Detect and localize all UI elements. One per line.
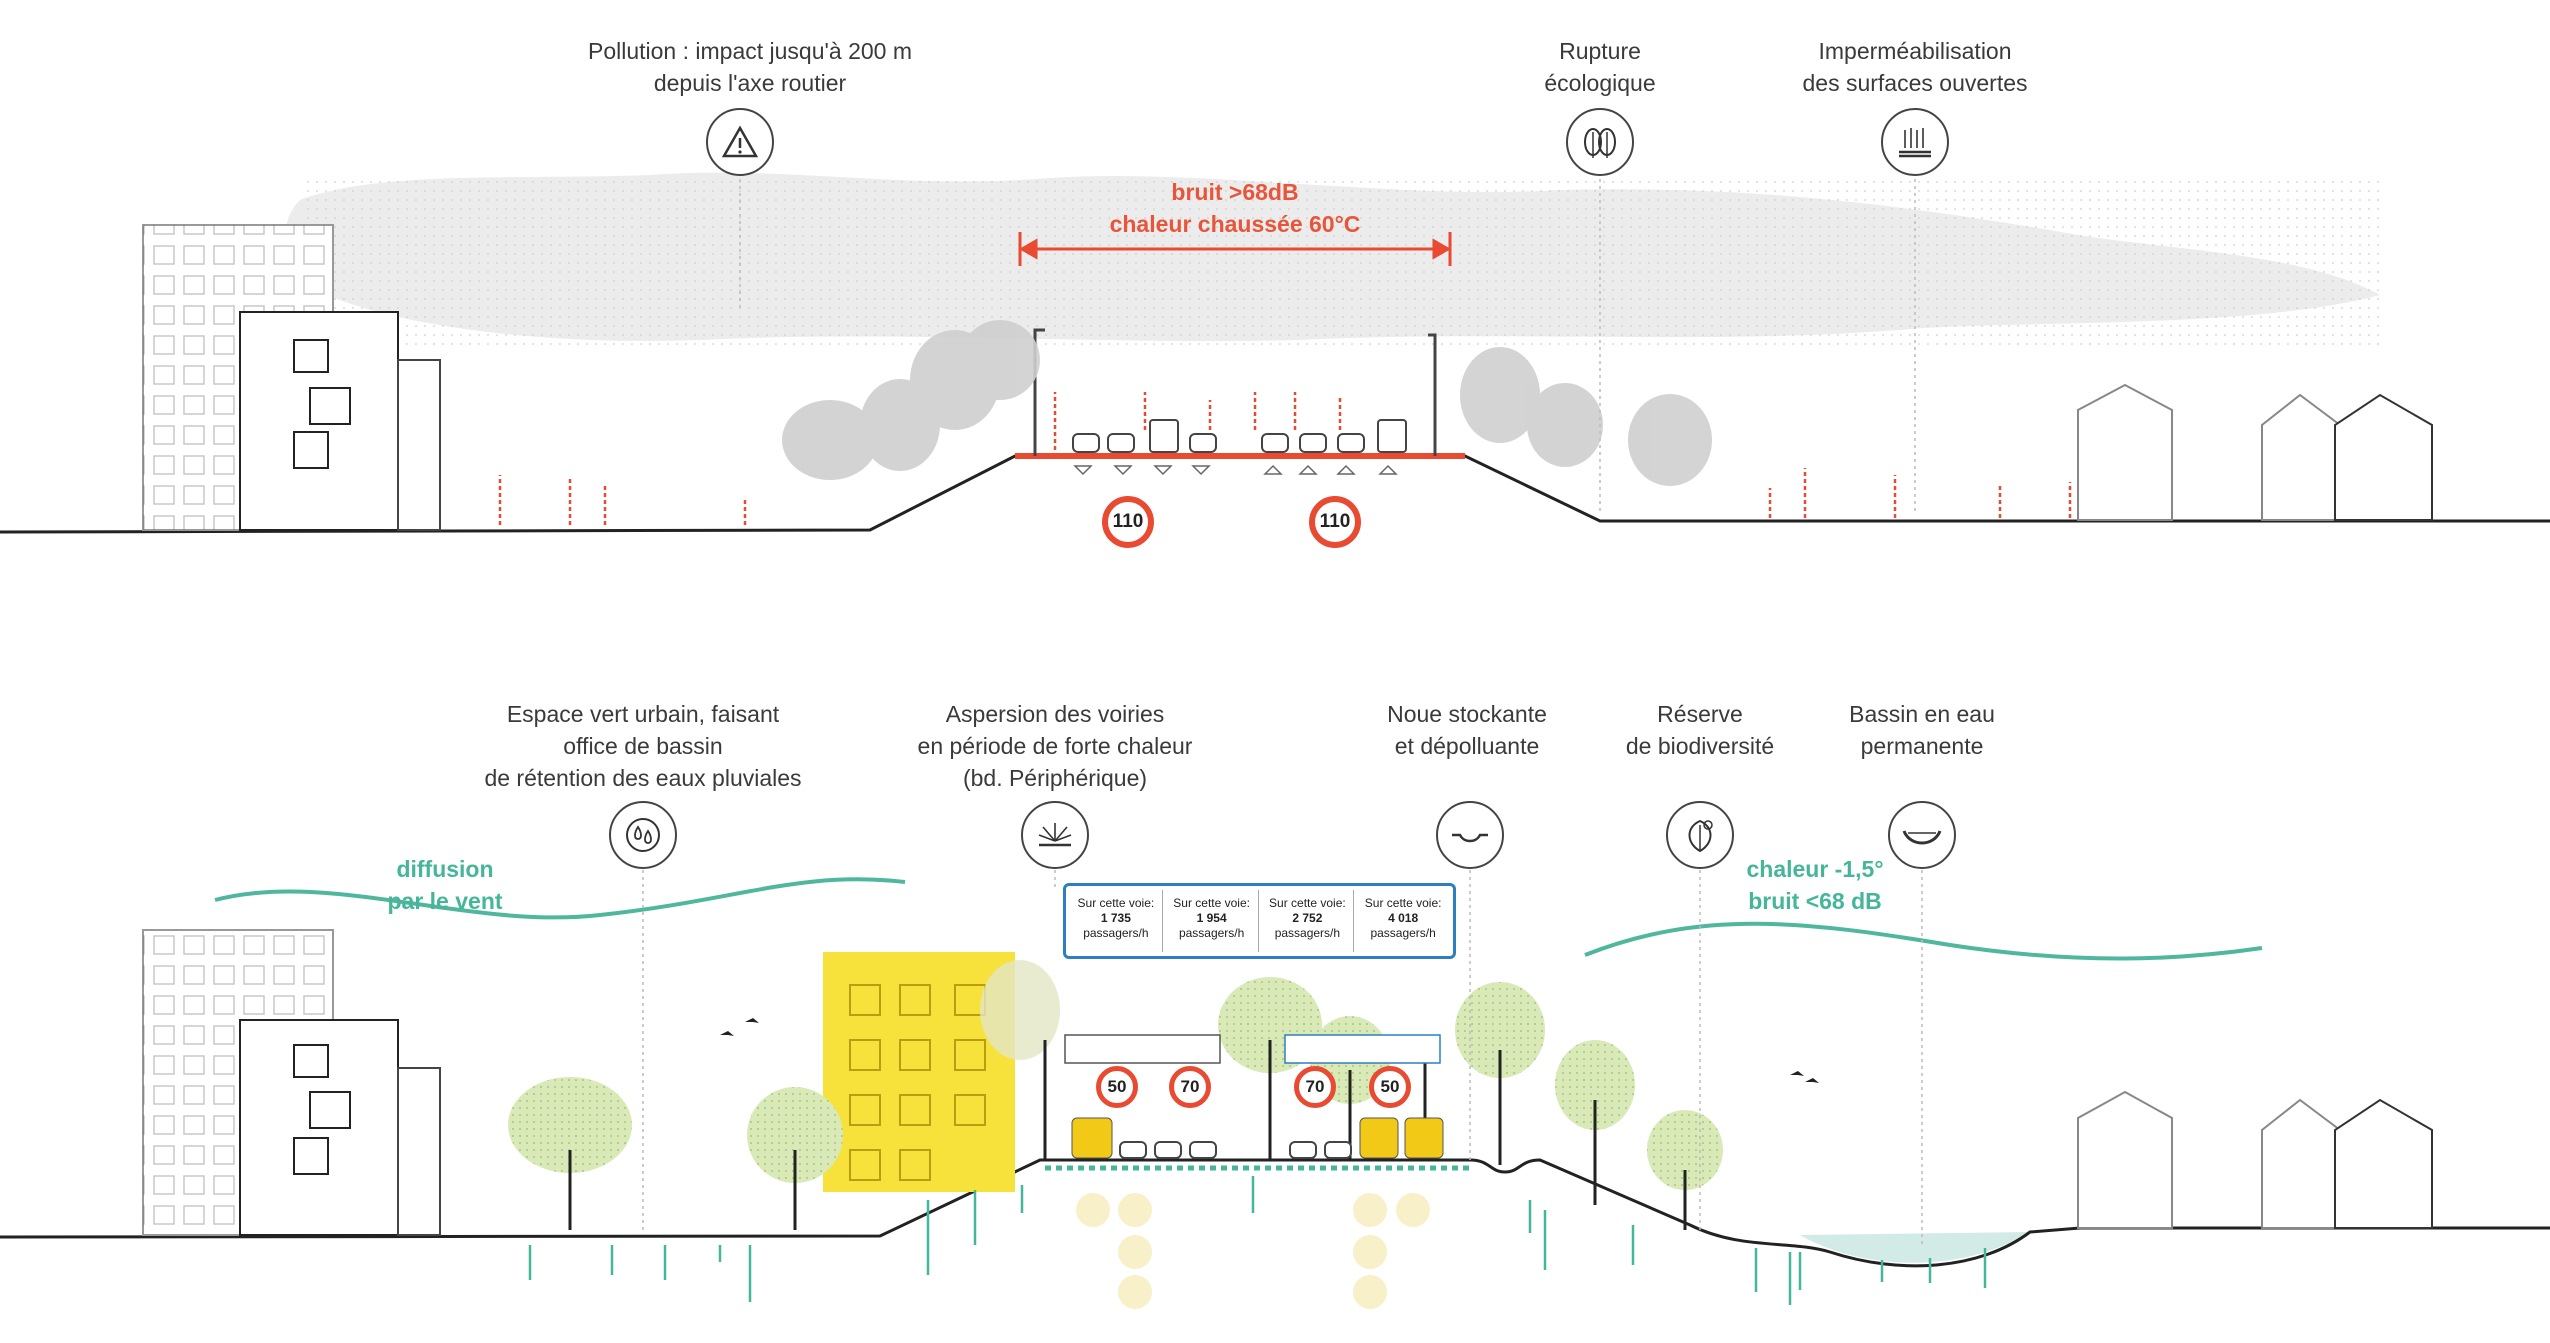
wind-wave-left bbox=[214, 877, 906, 920]
warning-icon bbox=[706, 108, 774, 176]
passenger-cell-unit: passagers/h bbox=[1083, 926, 1149, 940]
passenger-cell-unit: passagers/h bbox=[1370, 926, 1436, 940]
label-noue: Noue stockante et dépolluante bbox=[1387, 701, 1547, 759]
bottom-ground-line bbox=[0, 1158, 2550, 1268]
passenger-cell-value: 2 752 bbox=[1292, 911, 1323, 925]
label-aspersion: Aspersion des voiries en période de fort… bbox=[917, 701, 1193, 791]
passenger-cell: Sur cette voie: 1 954 passagers/h bbox=[1166, 890, 1259, 952]
label-espace-vert: Espace vert urbain, faisant office de ba… bbox=[484, 701, 802, 791]
passenger-cell-unit: passagers/h bbox=[1274, 926, 1341, 940]
passenger-count-box: Sur cette voie: 1 735 passagers/h Sur ce… bbox=[1063, 883, 1456, 959]
passenger-cell-value: 1 954 bbox=[1196, 911, 1227, 925]
passenger-cell: Sur cette voie: 4 018 passagers/h bbox=[1357, 890, 1449, 952]
heat-arrows-top bbox=[498, 392, 2072, 525]
passenger-cell-label: Sur cette voie: bbox=[1269, 896, 1346, 910]
basin-icon bbox=[1888, 801, 1956, 869]
speed-limit-sign: 70 bbox=[1169, 1066, 1211, 1108]
speed-limit-sign: 50 bbox=[1096, 1066, 1138, 1108]
birds bbox=[720, 1018, 1819, 1083]
label-rupture: Rupture écologique bbox=[1544, 38, 1656, 96]
passenger-cell: Sur cette voie: 1 735 passagers/h bbox=[1070, 890, 1163, 952]
wind-wave-right bbox=[1584, 921, 2263, 961]
infiltration-arrows bbox=[528, 1176, 1987, 1305]
passenger-cell-unit: passagers/h bbox=[1178, 926, 1245, 940]
biodiversity-icon bbox=[1666, 801, 1734, 869]
speed-limit-sign: 110 bbox=[1102, 496, 1154, 548]
water-basin bbox=[1800, 1232, 2030, 1263]
passenger-cell-value: 1 735 bbox=[1100, 911, 1131, 925]
swale-icon bbox=[1436, 801, 1504, 869]
top-cars bbox=[1072, 419, 1407, 453]
top-trees bbox=[782, 320, 1712, 486]
noise-range-arrow bbox=[1018, 232, 1452, 266]
passenger-cell: Sur cette voie: 2 752 passagers/h bbox=[1262, 890, 1355, 952]
cool-annotation: chaleur -1,5° bruit <68 dB bbox=[1746, 856, 1884, 914]
underground-vehicles bbox=[1076, 1193, 1430, 1309]
sprinkler-icon bbox=[1021, 801, 1089, 869]
label-reserve: Réserve de biodiversité bbox=[1625, 701, 1775, 759]
wind-annotation: diffusion par le vent bbox=[387, 856, 503, 914]
rain-surface-icon bbox=[1881, 108, 1949, 176]
pollution-cloud bbox=[285, 172, 2381, 350]
lane-signs bbox=[1064, 1034, 1441, 1064]
water-drops-icon bbox=[609, 801, 677, 869]
speed-limit-sign: 70 bbox=[1294, 1066, 1336, 1108]
passenger-cell-label: Sur cette voie: bbox=[1364, 896, 1442, 910]
passenger-cell-value: 4 018 bbox=[1388, 911, 1419, 925]
bottom-building-left bbox=[142, 929, 441, 1236]
bottom-houses-right bbox=[2077, 1090, 2433, 1229]
speed-limit-sign: 110 bbox=[1309, 496, 1361, 548]
hot-annotation: bruit >68dB chaleur chaussée 60°C bbox=[1109, 179, 1361, 237]
label-pollution: Pollution : impact jusqu'à 200 m depuis … bbox=[587, 38, 913, 96]
label-bassin: Bassin en eau permanente bbox=[1849, 701, 1995, 759]
top-building-left bbox=[142, 224, 441, 531]
top-houses-right bbox=[2077, 383, 2433, 521]
leaves-icon bbox=[1566, 108, 1634, 176]
passenger-cell-label: Sur cette voie: bbox=[1077, 896, 1155, 910]
bottom-vehicles bbox=[1071, 1117, 1444, 1159]
passenger-cell-label: Sur cette voie: bbox=[1173, 896, 1250, 910]
speed-limit-sign: 50 bbox=[1369, 1066, 1411, 1108]
label-impermeabilisation: Imperméabilisation des surfaces ouvertes bbox=[1802, 38, 2028, 96]
